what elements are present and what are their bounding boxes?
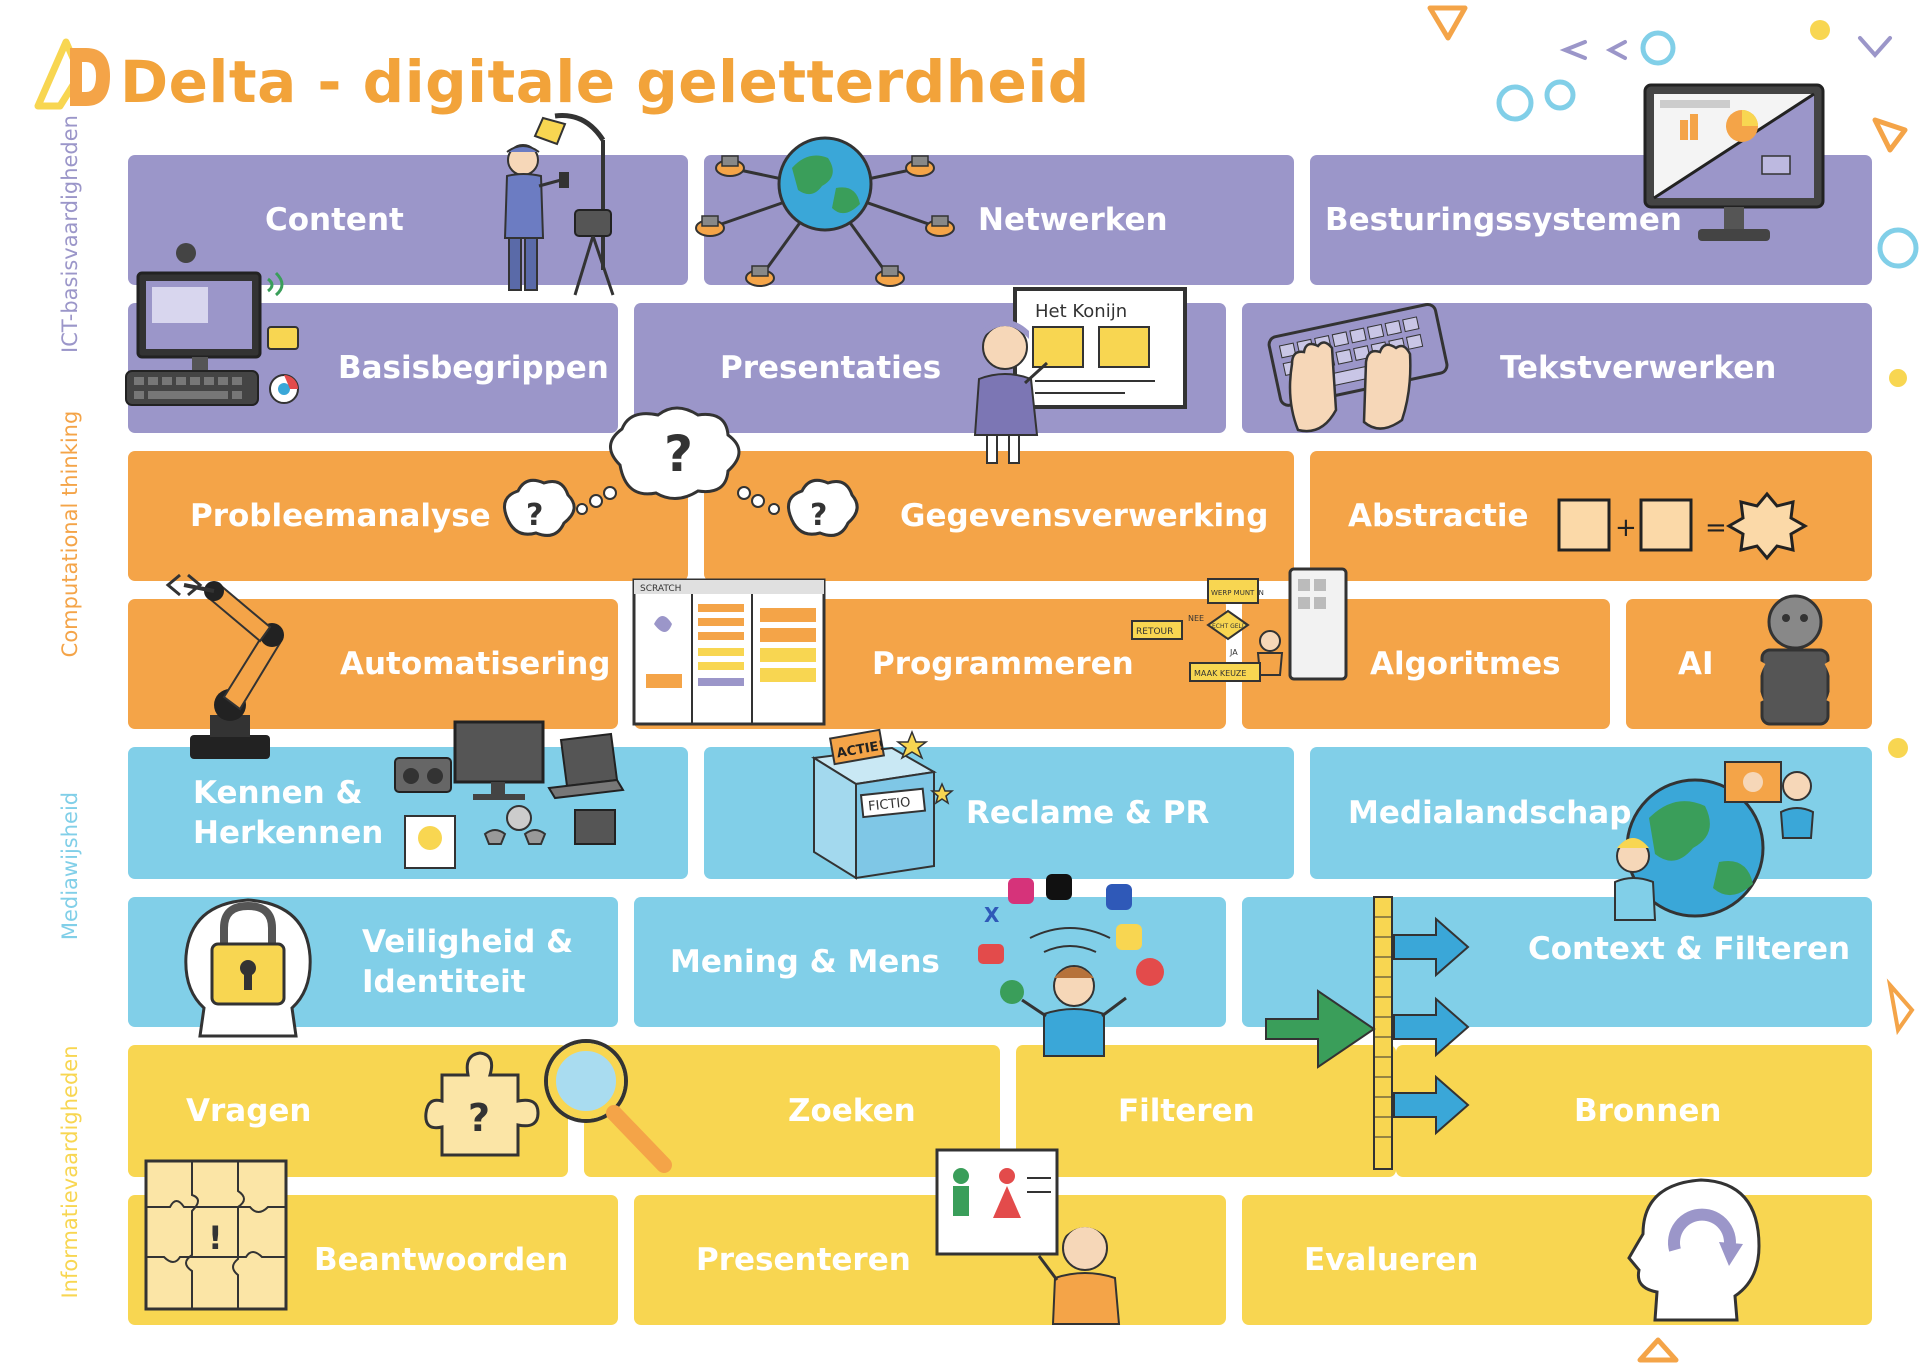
page-title: Delta - digitale geletterdheid	[120, 48, 1090, 116]
head-cycle-icon	[1627, 1178, 1761, 1322]
tile-label: Evalueren	[1304, 1241, 1479, 1278]
tile-label-line2: Herkennen	[193, 815, 384, 851]
tile-label: Algoritmes	[1370, 645, 1561, 682]
thought-cloud-icon: ? ? ?	[503, 406, 859, 537]
monitor-icon	[1643, 83, 1825, 241]
scratch-label: SCRATCH	[640, 584, 681, 594]
tile-mening-mens[interactable]: Mening & Mens	[634, 897, 1226, 1027]
puzzle-grid-icon: !	[144, 1159, 288, 1311]
puzzle-magnifier-icon: ?	[424, 1039, 672, 1173]
category-label-media: Mediawijsheid	[58, 791, 82, 941]
media-devices-icon	[394, 720, 625, 869]
keyboard-typing-icon	[1267, 302, 1449, 433]
small-question-mark-right: ?	[810, 498, 827, 533]
tile-label: Presenteren	[696, 1241, 911, 1278]
scratch-editor-icon: SCRATCH	[632, 578, 826, 726]
globe-video-call-icon	[1614, 761, 1815, 921]
tile-automatisering[interactable]: Automatisering	[128, 599, 618, 729]
category-label-ict: ICT-basisvaardigheden	[58, 115, 82, 353]
puzzle-question-mark: ?	[468, 1096, 490, 1140]
desktop-computer-icon	[125, 243, 299, 406]
tile-label: Mening & Mens	[670, 943, 940, 980]
delta-logo	[34, 38, 110, 110]
child-presenting-icon	[935, 1148, 1121, 1325]
tile-label: Zoeken	[788, 1092, 916, 1129]
robot-icon	[1751, 594, 1839, 726]
tile-label: Bronnen	[1574, 1092, 1722, 1129]
tile-reclame-pr[interactable]: Reclame & PR	[704, 747, 1294, 879]
robot-arm-icon	[165, 573, 284, 759]
tile-label: Kennen & Herkennen	[193, 773, 383, 854]
tile-label: Vragen	[186, 1092, 312, 1129]
category-label-info: Informatievaardigheden	[58, 1045, 82, 1299]
tile-label: Presentaties	[720, 349, 942, 386]
confetti-decoration	[1427, 5, 1919, 1363]
puzzle-exclamation: !	[208, 1219, 223, 1257]
tile-probleemanalyse[interactable]: Probleemanalyse	[128, 451, 688, 581]
plus-sign: +	[1615, 513, 1637, 543]
filter-signpost-icon	[1265, 896, 1470, 1170]
tile-filteren[interactable]: Filteren	[1016, 1045, 1396, 1177]
small-question-mark-left: ?	[526, 498, 543, 533]
x-logo-icon: X	[984, 903, 1000, 927]
tile-label: Context & Filteren	[1528, 931, 1851, 967]
tile-label: Content	[265, 201, 404, 238]
fiction-box-icon: ACTIE! FICTIO	[811, 728, 955, 880]
lock-head-icon	[184, 898, 312, 1038]
tile-label: Netwerken	[978, 201, 1168, 238]
tile-label: Basisbegrippen	[338, 349, 609, 386]
flow-text-echt: ECHT GELD	[1212, 623, 1247, 630]
tile-label: Programmeren	[872, 645, 1134, 682]
category-label-ct: Computational thinking	[58, 410, 82, 658]
tile-label: Abstractie	[1348, 497, 1529, 534]
equals-sign: =	[1705, 513, 1727, 543]
flow-text-nee: NEE	[1188, 614, 1204, 623]
tile-context-filteren[interactable]: Context & Filteren	[1242, 897, 1872, 1027]
tile-label: Veiligheid & Identiteit	[362, 922, 573, 1003]
globe-network-icon	[695, 136, 955, 287]
tile-label: Gegevensverwerking	[900, 497, 1269, 534]
tile-label-line1: Veiligheid &	[362, 923, 574, 960]
abstraction-shapes-icon: + =	[1557, 491, 1809, 561]
flow-text-werp: WERP MUNT IN	[1211, 589, 1264, 597]
tile-label: Beantwoorden	[314, 1241, 569, 1278]
tile-label: Medialandschap	[1348, 794, 1632, 831]
vending-machine-flowchart-icon: WERP MUNT IN ECHT GELD NEE JA RETOUR MAA…	[1131, 567, 1348, 682]
flow-text-ja: JA	[1229, 648, 1238, 657]
girl-presenting-icon: Het Konijn	[973, 287, 1187, 464]
tile-label: Besturingssystemen	[1325, 201, 1682, 238]
big-question-mark: ?	[664, 425, 693, 483]
tile-presenteren[interactable]: Presenteren	[634, 1195, 1226, 1325]
tile-label-line2: Identiteit	[362, 964, 526, 1000]
whiteboard-text: Het Konijn	[1035, 301, 1127, 322]
tile-label: Filteren	[1118, 1092, 1255, 1129]
tile-label: AI	[1678, 645, 1714, 682]
tile-label-line1: Kennen &	[193, 774, 363, 811]
person-filming-icon	[503, 113, 615, 296]
flow-text-retour: RETOUR	[1136, 627, 1173, 637]
fictio-label: FICTIO	[868, 795, 912, 814]
tile-bronnen[interactable]: Bronnen	[1396, 1045, 1872, 1177]
tile-label: Automatisering	[340, 645, 611, 682]
tile-evalueren[interactable]: Evalueren	[1242, 1195, 1872, 1325]
social-media-juggler-icon: X	[978, 874, 1164, 1057]
tile-label: Tekstverwerken	[1500, 349, 1777, 386]
tile-label: Reclame & PR	[966, 794, 1210, 831]
flow-text-keuze: MAAK KEUZE	[1194, 669, 1246, 678]
tile-label: Probleemanalyse	[190, 497, 491, 534]
